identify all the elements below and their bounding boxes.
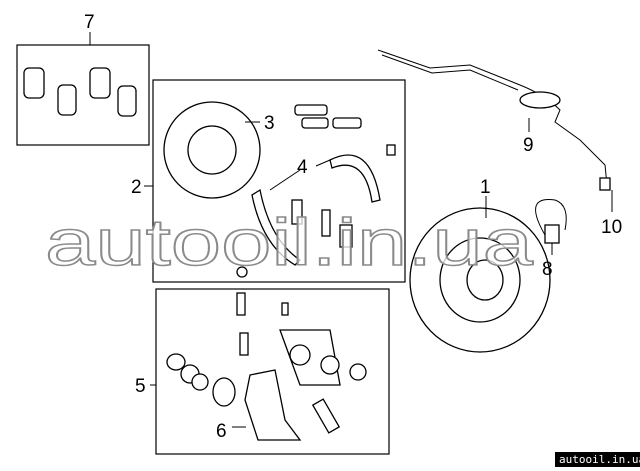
site-label: autooil.in.ua	[555, 452, 640, 467]
group-caliper	[150, 288, 390, 455]
group-brake-pads	[16, 32, 150, 146]
callout-6: 6	[216, 421, 227, 442]
brake-rotor	[409, 196, 551, 353]
callout-9: 9	[523, 135, 534, 156]
group-parking-brake	[144, 79, 406, 283]
abs-sensor	[535, 199, 567, 255]
callout-8: 8	[542, 259, 553, 280]
callout-10: 10	[601, 217, 622, 238]
callout-2: 2	[131, 177, 142, 198]
callout-1: 1	[480, 177, 491, 198]
watermark: autooil.in.ua	[45, 205, 533, 279]
callout-3: 3	[264, 113, 275, 134]
callout-4: 4	[297, 157, 308, 178]
callout-7: 7	[84, 12, 95, 33]
sensor-harness	[377, 49, 613, 212]
callout-5: 5	[135, 376, 146, 397]
